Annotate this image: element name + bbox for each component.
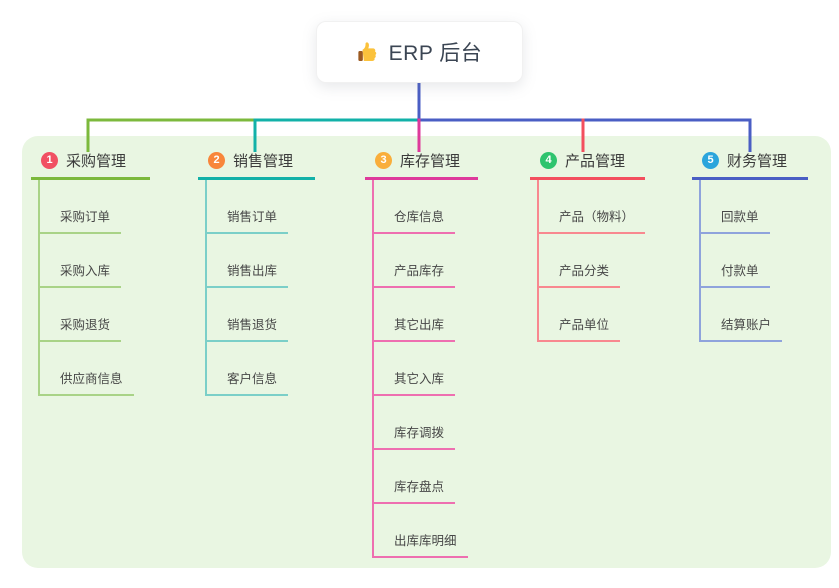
child-node[interactable]: 供应商信息 bbox=[40, 368, 134, 396]
child-row: 采购退货 bbox=[40, 288, 134, 342]
child-row: 产品库存 bbox=[374, 234, 468, 288]
branch-number-badge: 3 bbox=[375, 151, 392, 169]
child-node[interactable]: 产品库存 bbox=[374, 260, 456, 288]
child-node[interactable]: 销售订单 bbox=[207, 206, 289, 234]
child-row: 采购订单 bbox=[40, 180, 134, 234]
child-node[interactable]: 产品分类 bbox=[539, 260, 621, 288]
branch-children-5: 回款单付款单结算账户 bbox=[699, 180, 783, 342]
child-row: 回款单 bbox=[701, 180, 782, 234]
child-node[interactable]: 客户信息 bbox=[207, 368, 289, 396]
child-node[interactable]: 出库库明细 bbox=[374, 530, 468, 558]
root-node-label: ERP 后台 bbox=[388, 42, 483, 65]
child-row: 产品分类 bbox=[539, 234, 645, 288]
child-node[interactable]: 付款单 bbox=[701, 260, 770, 288]
branch-number-badge: 1 bbox=[41, 151, 58, 169]
branch-number-badge: 4 bbox=[540, 151, 557, 169]
branch-node-1[interactable]: 1 采购管理 bbox=[31, 150, 150, 180]
branch-node-4[interactable]: 4 产品管理 bbox=[530, 150, 645, 180]
child-row: 供应商信息 bbox=[40, 342, 134, 396]
branch-children-2: 销售订单销售出库销售退货客户信息 bbox=[205, 180, 289, 396]
child-row: 其它出库 bbox=[374, 288, 468, 342]
child-node[interactable]: 库存盘点 bbox=[374, 476, 456, 504]
child-node[interactable]: 销售出库 bbox=[207, 260, 289, 288]
branch-node-5[interactable]: 5 财务管理 bbox=[692, 150, 808, 180]
child-node[interactable]: 产品（物料） bbox=[539, 206, 646, 234]
child-node[interactable]: 产品单位 bbox=[539, 314, 621, 342]
child-node[interactable]: 结算账户 bbox=[701, 314, 783, 342]
branch-label: 财务管理 bbox=[727, 152, 788, 170]
child-row: 采购入库 bbox=[40, 234, 134, 288]
child-node[interactable]: 采购入库 bbox=[40, 260, 122, 288]
root-node-erp[interactable]: ERP 后台 bbox=[316, 21, 523, 83]
branch-number-badge: 2 bbox=[208, 151, 225, 169]
child-row: 库存调拨 bbox=[374, 396, 468, 450]
child-row: 库存盘点 bbox=[374, 450, 468, 504]
branch-label: 产品管理 bbox=[565, 152, 626, 170]
child-node[interactable]: 采购退货 bbox=[40, 314, 122, 342]
child-row: 其它入库 bbox=[374, 342, 468, 396]
branch-number-badge: 5 bbox=[702, 151, 719, 169]
branch-label: 销售管理 bbox=[233, 152, 294, 170]
child-row: 出库库明细 bbox=[374, 504, 468, 558]
branch-label: 采购管理 bbox=[66, 152, 127, 170]
child-row: 客户信息 bbox=[207, 342, 289, 396]
thumbs-up-icon bbox=[357, 41, 379, 63]
branch-children-3: 仓库信息产品库存其它出库其它入库库存调拨库存盘点出库库明细 bbox=[372, 180, 468, 558]
branch-children-4: 产品（物料） 产品分类产品单位 bbox=[537, 180, 646, 342]
child-row: 销售出库 bbox=[207, 234, 289, 288]
child-node[interactable]: 库存调拨 bbox=[374, 422, 456, 450]
child-row: 付款单 bbox=[701, 234, 782, 288]
child-row: 结算账户 bbox=[701, 288, 783, 342]
child-row: 产品（物料） bbox=[539, 180, 646, 234]
branches-background-panel bbox=[22, 136, 831, 568]
child-row: 销售订单 bbox=[207, 180, 289, 234]
child-row: 产品单位 bbox=[539, 288, 645, 342]
child-node[interactable]: 其它出库 bbox=[374, 314, 456, 342]
child-row: 销售退货 bbox=[207, 288, 289, 342]
child-node[interactable]: 销售退货 bbox=[207, 314, 289, 342]
branch-label: 库存管理 bbox=[400, 152, 461, 170]
branch-node-3[interactable]: 3 库存管理 bbox=[365, 150, 478, 180]
child-row: 仓库信息 bbox=[374, 180, 468, 234]
branch-node-2[interactable]: 2 销售管理 bbox=[198, 150, 315, 180]
child-node[interactable]: 仓库信息 bbox=[374, 206, 456, 234]
child-node[interactable]: 采购订单 bbox=[40, 206, 122, 234]
branch-children-1: 采购订单采购入库采购退货供应商信息 bbox=[38, 180, 134, 396]
child-node[interactable]: 回款单 bbox=[701, 206, 770, 234]
child-node[interactable]: 其它入库 bbox=[374, 368, 456, 396]
